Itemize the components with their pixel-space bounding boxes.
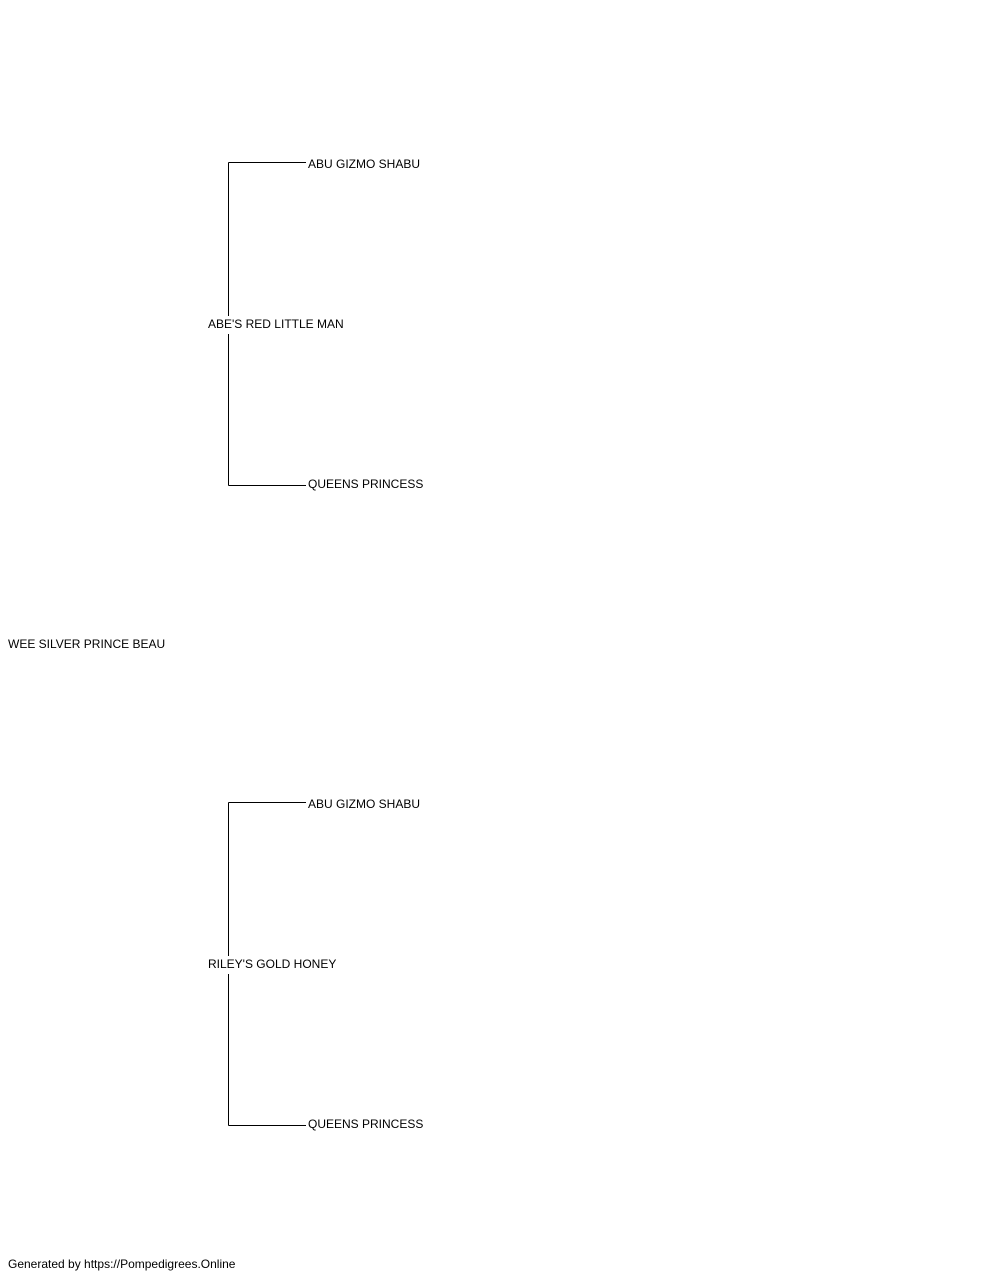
dam-sire-name: ABU GIZMO SHABU	[308, 797, 421, 811]
dam-dam-name: QUEENS PRINCESS	[308, 1117, 424, 1131]
sire-dam-name: QUEENS PRINCESS	[308, 477, 424, 491]
subject-name: WEE SILVER PRINCE BEAU	[8, 637, 166, 651]
sire-name: ABE'S RED LITTLE MAN	[208, 317, 344, 331]
sire-sire-name: ABU GIZMO SHABU	[308, 157, 421, 171]
generated-by-footer: Generated by https://Pompedigrees.Online	[8, 1257, 236, 1271]
dam-name: RILEY'S GOLD HONEY	[208, 957, 337, 971]
